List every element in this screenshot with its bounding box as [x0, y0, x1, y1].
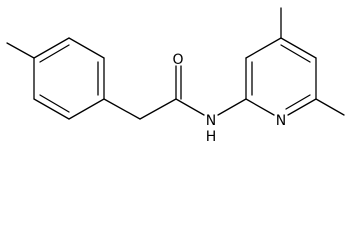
amide-nitrogen-label: N	[206, 113, 216, 129]
oxygen-label: O	[172, 52, 183, 68]
methylene-bonds	[103, 98, 177, 120]
carbonyl-double-bond	[175, 65, 182, 100]
chemical-structure: O N H N	[6, 7, 345, 142]
amide-bonds	[175, 98, 247, 116]
amide-hydrogen-label: H	[206, 129, 217, 142]
pyridine-methyl-bonds	[280, 7, 345, 116]
amide-nh-group: N H	[206, 113, 217, 142]
carbonyl-oxygen-atom: O	[172, 52, 183, 68]
pyridine-ring	[245, 37, 317, 116]
tolyl-ring	[33, 37, 105, 120]
pyridine-nitrogen-label: N	[276, 113, 286, 129]
pyridine-nitrogen-atom: N	[276, 113, 286, 129]
tolyl-methyl-bond	[6, 42, 35, 59]
